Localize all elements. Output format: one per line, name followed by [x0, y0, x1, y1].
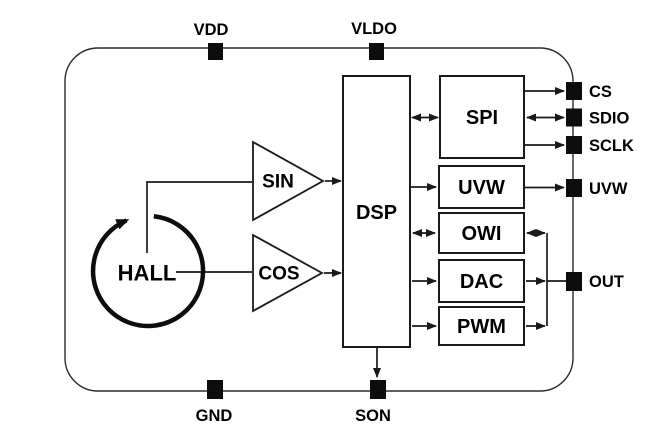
hall-sensor: HALL [90, 214, 206, 329]
pin-labels: VDD VLDO CS SDIO SCLK UVW OUT GND SON [194, 20, 634, 425]
owi-box [438, 212, 525, 254]
pin-cs [566, 82, 582, 100]
dac-box [438, 259, 525, 303]
pin-cs-label: CS [589, 83, 612, 101]
pin-gnd [207, 380, 223, 399]
pin-son-label: SON [355, 407, 391, 425]
pin-uvw-label: UVW [589, 180, 628, 198]
pwm-label: PWM [457, 316, 506, 338]
pin-sclk-label: SCLK [589, 137, 634, 155]
wires [146, 87, 566, 378]
spi-block: SPI [439, 75, 525, 159]
pin-son [370, 380, 386, 399]
sin-amplifier: SIN [252, 140, 325, 222]
cos-amp-triangle-icon [252, 233, 324, 313]
pwm-block: PWM [438, 306, 525, 346]
pin-sclk [566, 136, 582, 154]
cos-label: COS [258, 264, 299, 285]
wire-hall-sin [146, 181, 252, 253]
dac-block: DAC [438, 259, 525, 303]
uvw-block-label: UVW [458, 177, 505, 199]
pin-sdio [566, 108, 582, 127]
owi-block: OWI [438, 212, 525, 254]
sin-amp-triangle-icon [252, 140, 325, 222]
pin-vldo [369, 43, 384, 60]
chip-boundary [64, 47, 574, 392]
pin-uvw [566, 179, 582, 197]
pin-gnd-label: GND [196, 407, 233, 425]
pin-vldo-label: VLDO [351, 20, 397, 38]
uvw-box [438, 165, 525, 209]
pin-out-label: OUT [589, 273, 624, 291]
pin-vdd-label: VDD [194, 21, 229, 39]
spi-label: SPI [466, 107, 498, 129]
owi-label: OWI [462, 223, 502, 245]
pin-sdio-label: SDIO [589, 110, 630, 128]
hall-rotation-circle-icon [90, 214, 206, 329]
spi-box [439, 75, 525, 159]
dsp-block: DSP [342, 75, 411, 348]
sin-label: SIN [262, 172, 294, 193]
uvw-block: UVW [438, 165, 525, 209]
dac-label: DAC [460, 271, 503, 293]
pwm-box [438, 306, 525, 346]
dsp-label: DSP [356, 202, 397, 224]
hall-label: HALL [118, 261, 177, 286]
pin-vdd [208, 43, 223, 60]
pin-out [566, 272, 582, 291]
dsp-box [342, 75, 411, 348]
pins [207, 43, 582, 399]
cos-amplifier: COS [252, 233, 324, 313]
